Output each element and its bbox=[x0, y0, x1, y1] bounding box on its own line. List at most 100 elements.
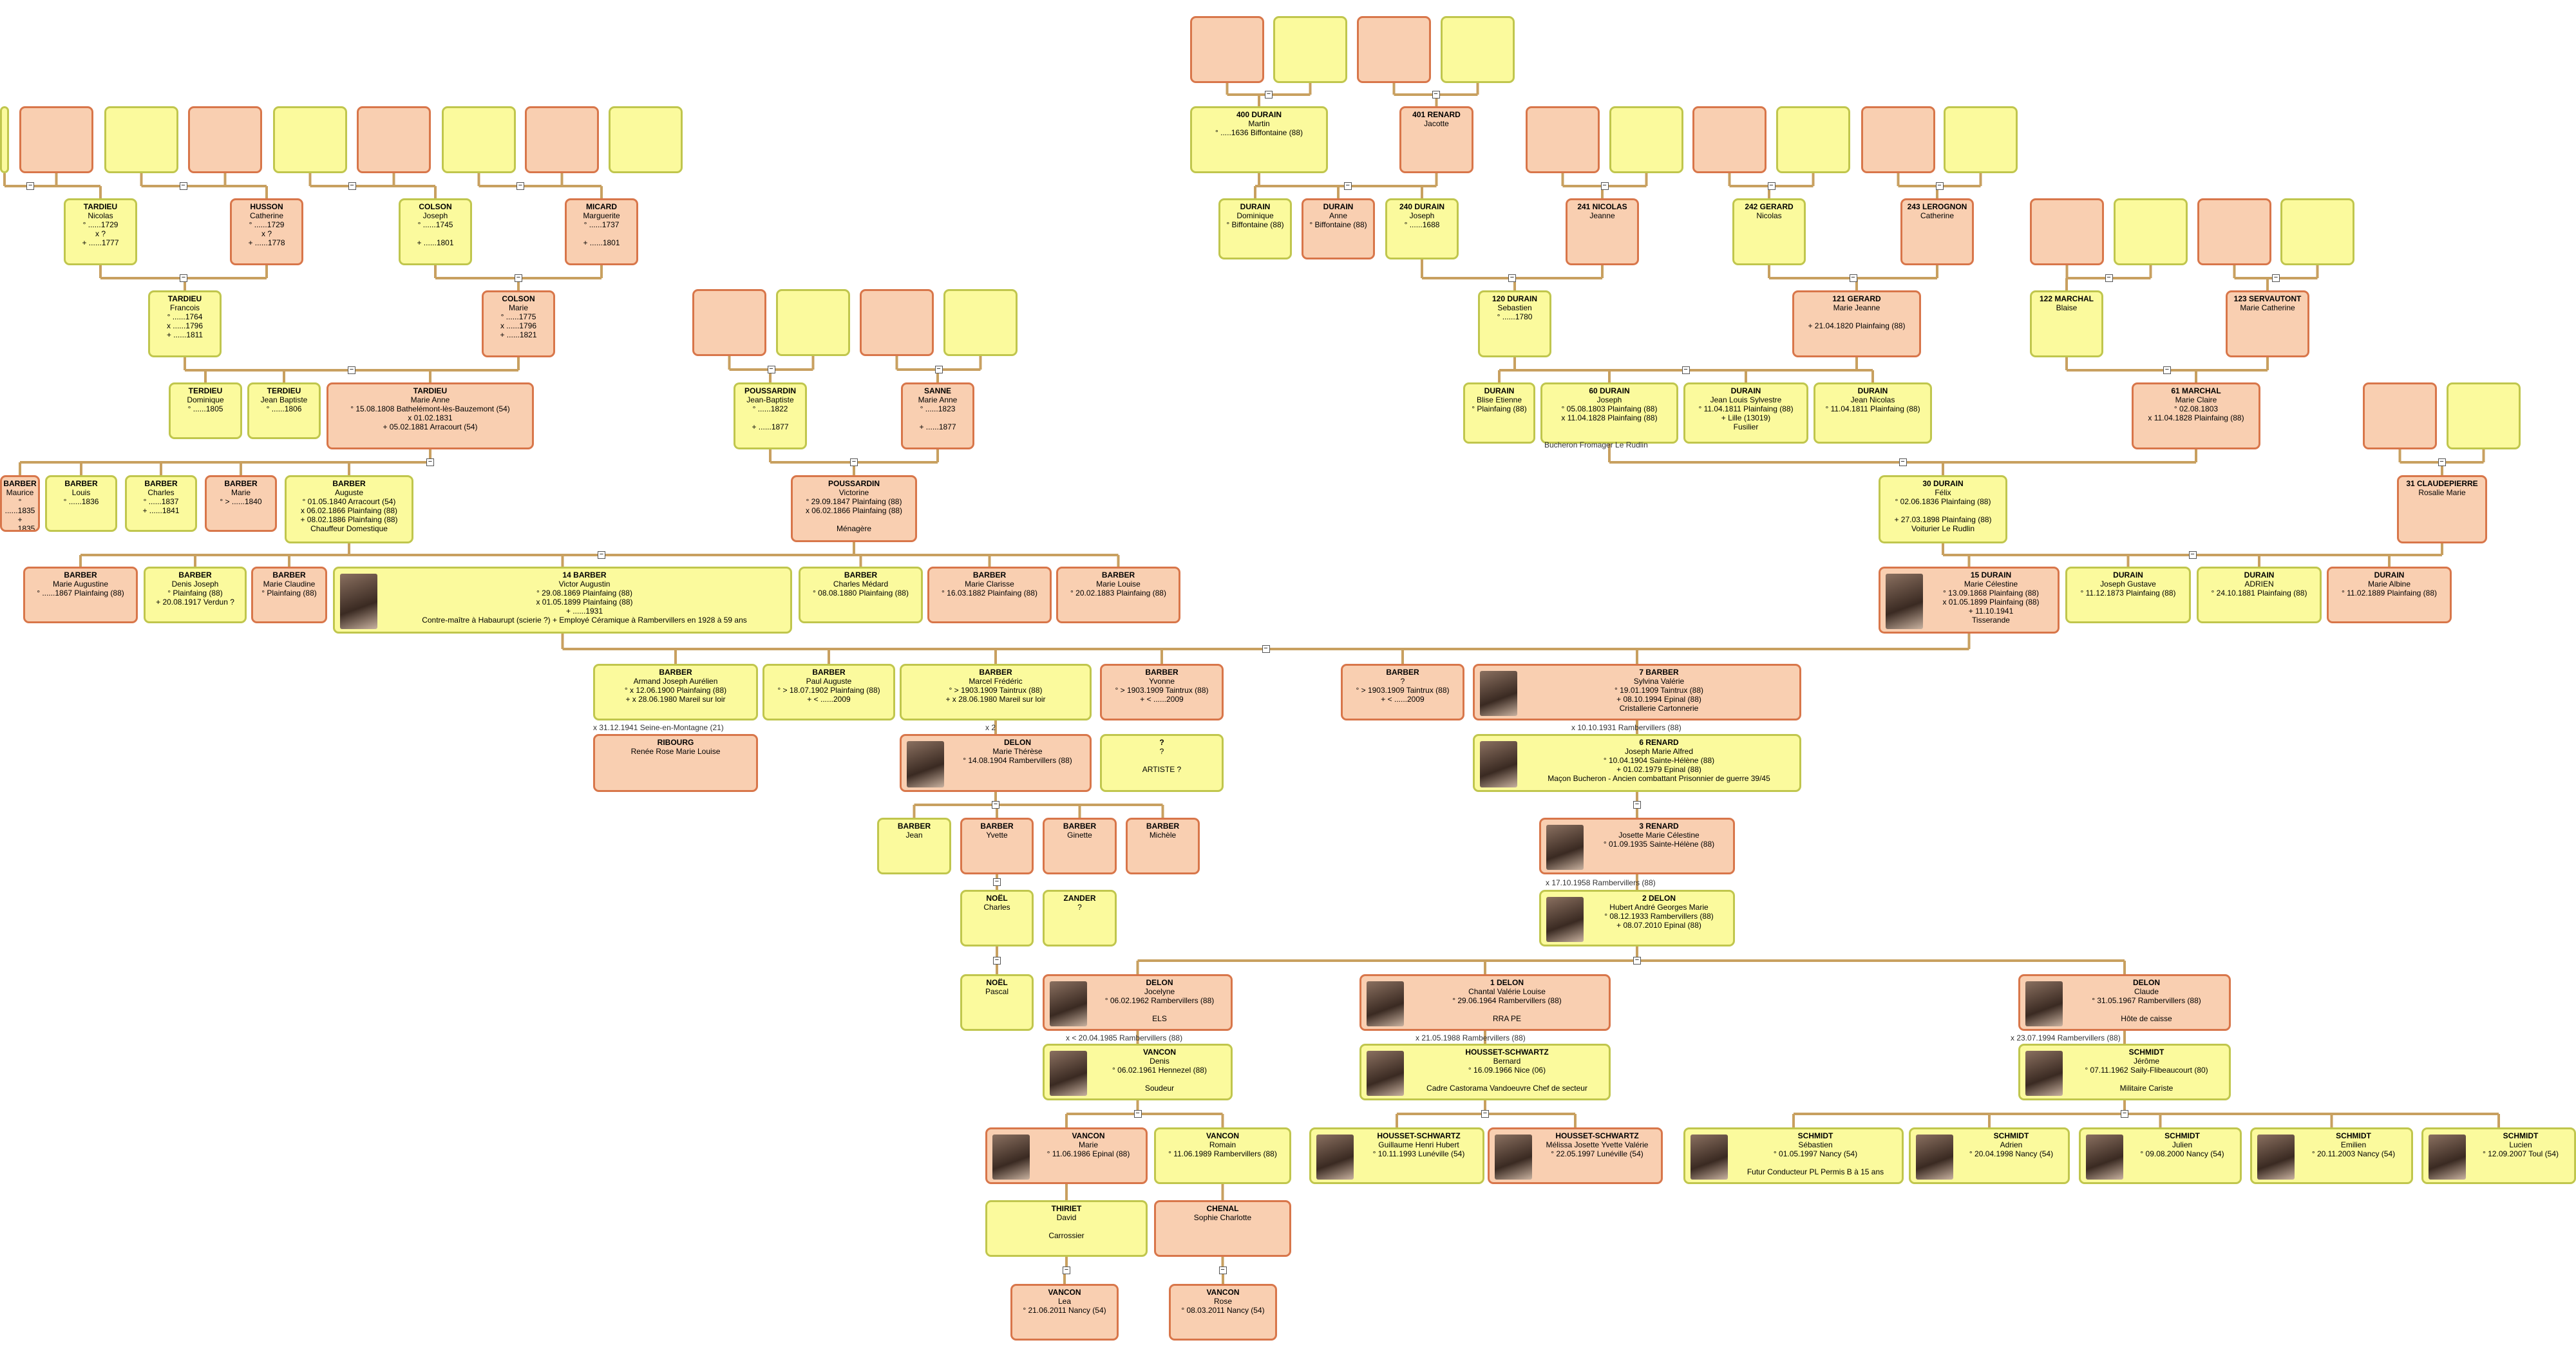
empty-ancestor-card[interactable] bbox=[609, 106, 683, 173]
collapse-toggle[interactable]: − bbox=[348, 182, 356, 190]
collapse-toggle[interactable]: − bbox=[992, 801, 999, 809]
collapse-toggle[interactable]: − bbox=[1600, 182, 1609, 190]
collapse-toggle[interactable]: − bbox=[1508, 274, 1516, 282]
collapse-toggle[interactable]: − bbox=[426, 458, 434, 466]
empty-ancestor-card[interactable] bbox=[1944, 106, 2018, 173]
empty-ancestor-card[interactable] bbox=[1609, 106, 1683, 173]
empty-ancestor-card[interactable] bbox=[2363, 382, 2437, 449]
collapse-toggle[interactable]: − bbox=[1899, 458, 1907, 466]
collapse-toggle[interactable]: − bbox=[179, 182, 187, 190]
collapse-toggle[interactable]: − bbox=[1681, 366, 1690, 374]
collapse-toggle[interactable]: − bbox=[1063, 1267, 1070, 1274]
collapse-toggle[interactable]: − bbox=[1481, 1110, 1489, 1118]
empty-ancestor-card[interactable] bbox=[273, 106, 347, 173]
collapse-toggle[interactable]: − bbox=[2188, 551, 2197, 559]
empty-ancestor-card[interactable] bbox=[2114, 198, 2188, 265]
collapse-toggle[interactable]: − bbox=[850, 458, 858, 466]
collapse-toggle[interactable]: − bbox=[1935, 182, 1944, 190]
collapse-toggle[interactable]: − bbox=[1633, 801, 1641, 809]
empty-ancestor-card[interactable] bbox=[2030, 198, 2104, 265]
empty-ancestor-card[interactable] bbox=[1526, 106, 1600, 173]
empty-ancestor-card[interactable] bbox=[357, 106, 431, 173]
collapse-toggle[interactable]: − bbox=[1262, 645, 1270, 653]
empty-ancestor-card[interactable] bbox=[2280, 198, 2354, 265]
person-card[interactable]: ZANDER? bbox=[1043, 890, 1117, 946]
empty-ancestor-card[interactable] bbox=[19, 106, 93, 173]
collapse-toggle[interactable]: − bbox=[598, 551, 605, 559]
empty-ancestor-card[interactable] bbox=[943, 289, 1018, 356]
person-card[interactable] bbox=[0, 106, 9, 173]
collapse-toggle[interactable]: − bbox=[1633, 957, 1641, 965]
collapse-toggle[interactable]: − bbox=[2121, 1110, 2128, 1118]
collapse-toggle[interactable]: − bbox=[1849, 274, 1857, 282]
collapse-toggle[interactable]: − bbox=[515, 274, 522, 282]
collapse-toggle[interactable]: − bbox=[26, 182, 35, 190]
empty-ancestor-card[interactable] bbox=[442, 106, 516, 173]
collapse-toggle[interactable]: − bbox=[180, 274, 187, 282]
person-card[interactable]: BARBER?° > 1903.1909 Taintrux (88)+ < ..… bbox=[1341, 664, 1464, 720]
collapse-toggle[interactable]: − bbox=[2438, 458, 2446, 466]
empty-ancestor-card[interactable] bbox=[1273, 16, 1347, 83]
empty-ancestor-card[interactable] bbox=[1861, 106, 1935, 173]
collapse-toggle[interactable]: − bbox=[1767, 182, 1776, 190]
collapse-toggle[interactable]: − bbox=[348, 366, 355, 374]
collapse-toggle[interactable]: − bbox=[2272, 274, 2280, 282]
empty-ancestor-card[interactable] bbox=[776, 289, 850, 356]
empty-ancestor-card[interactable] bbox=[1190, 16, 1264, 83]
empty-ancestor-card[interactable] bbox=[1357, 16, 1431, 83]
